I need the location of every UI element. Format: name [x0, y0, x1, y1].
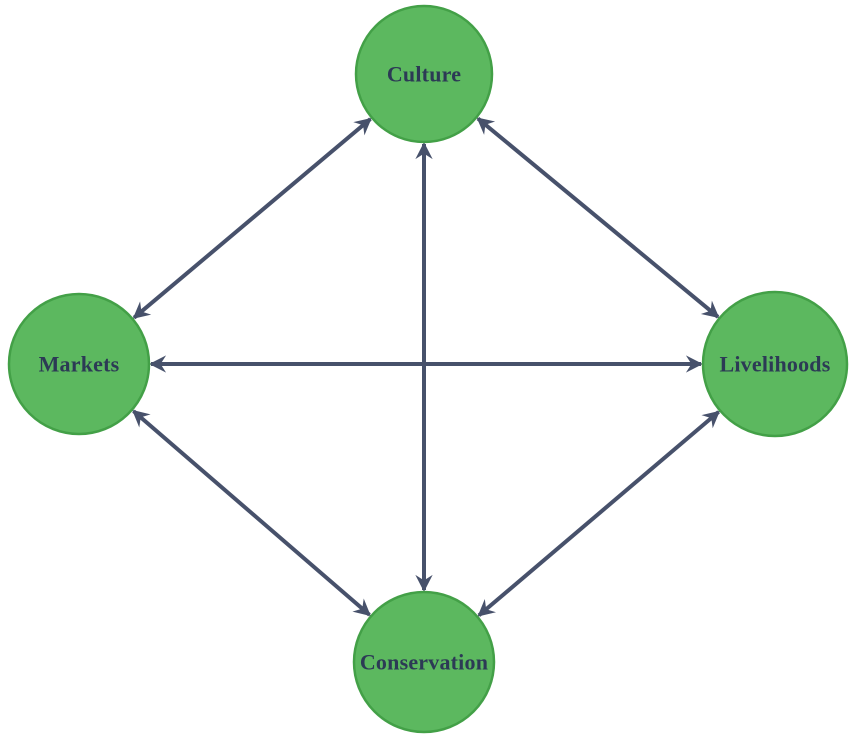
edge-culture-markets: [132, 117, 372, 320]
node-markets: Markets: [7, 292, 151, 436]
node-label-conservation: Conservation: [360, 650, 488, 675]
edge-culture-livelihoods: [476, 117, 720, 319]
node-livelihoods: Livelihoods: [701, 290, 849, 438]
node-circle-markets: [7, 292, 151, 436]
node-culture: Culture: [354, 4, 494, 144]
node-label-culture: Culture: [387, 62, 461, 87]
node-circle-conservation: [352, 590, 496, 734]
node-conservation: Conservation: [352, 590, 496, 734]
edge-markets-conservation: [132, 409, 371, 617]
node-circle-livelihoods: [701, 290, 849, 438]
node-label-livelihoods: Livelihoods: [719, 352, 830, 377]
edge-livelihoods-conservation: [477, 410, 721, 617]
node-circle-culture: [354, 4, 494, 144]
node-label-markets: Markets: [39, 352, 120, 377]
